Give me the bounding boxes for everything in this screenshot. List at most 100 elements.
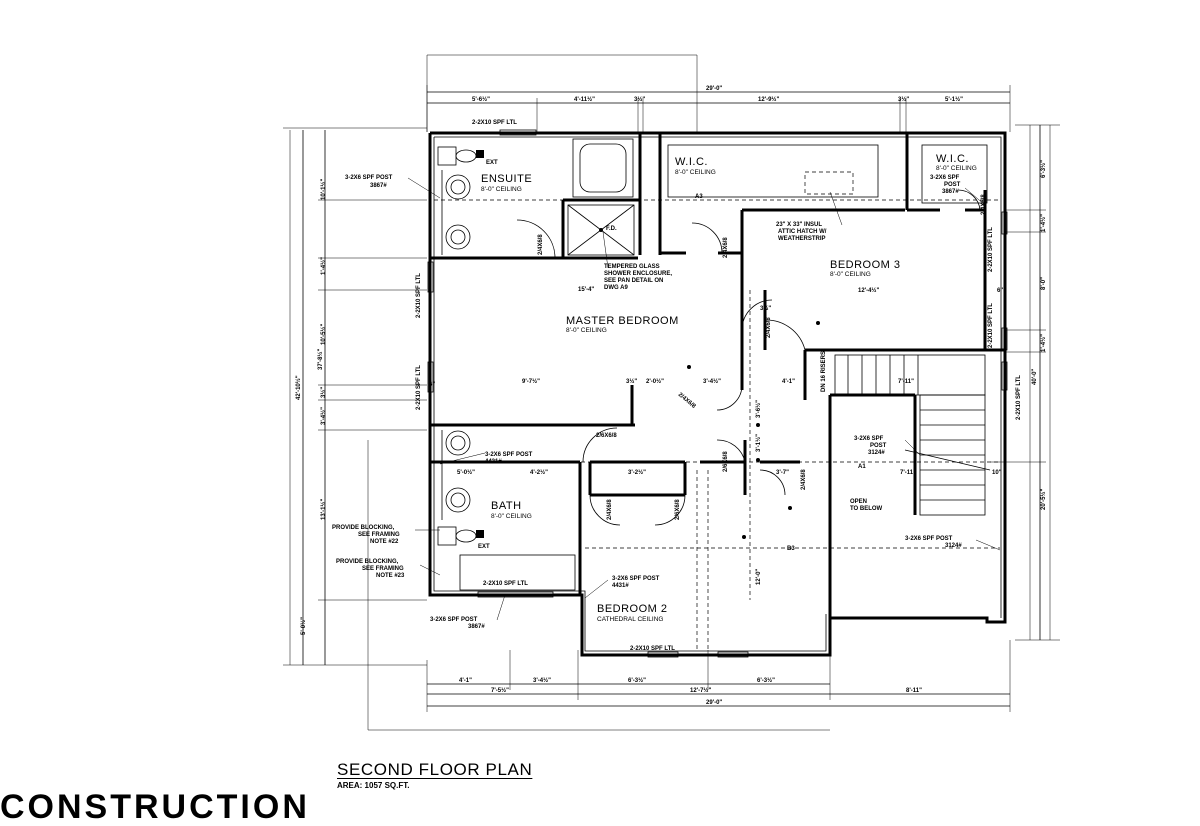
blocking-note: NOTE #22 [370, 539, 399, 545]
lintel-label: 2-2X10 SPF LTL [988, 303, 994, 348]
wic1-shelf [667, 144, 879, 198]
dim-left: 10'-1½" [320, 179, 327, 200]
door-tag: 2/4X6/8 [538, 234, 544, 255]
blocking-note: PROVIDE BLOCKING, [332, 525, 395, 531]
beam-tag: B3 [787, 546, 795, 552]
plan-title: SECOND FLOOR PLAN [337, 760, 533, 779]
bedroom2-ceiling: CATHEDRAL CEILING [597, 616, 663, 623]
dim-right: 1'-4½" [1040, 214, 1047, 232]
lintel-label: 2-2X10 SPF LTL [988, 227, 994, 272]
dim-interior: 5'-0½" [457, 469, 475, 476]
bedroom2-name: BEDROOM 2 [597, 603, 668, 615]
post-load: 4431# [485, 459, 502, 465]
bath-toilet [437, 526, 484, 546]
master-name: MASTER BEDROOM [566, 315, 679, 327]
left-dimensions [302, 130, 427, 665]
dim-interior: 7'-11" [898, 379, 914, 385]
post-label: 3-2X6 SPF [854, 436, 884, 442]
post-label: POST [944, 182, 961, 188]
shower-note: TEMPERED GLASS [604, 264, 660, 270]
beam-tag: A1 [858, 464, 866, 470]
leader-lines [407, 177, 1001, 621]
bedroom3-ceiling: 8'-0" CEILING [830, 271, 871, 278]
lintel-label: 2-2X10 SPF LTL [472, 120, 517, 126]
dim-interior: 12'-4½" [858, 287, 879, 294]
dim-top-total: 29'-0" [706, 86, 722, 92]
post-load: 4431# [612, 583, 629, 589]
post-label: POST [870, 443, 887, 449]
dim-top: 5'-6½" [472, 96, 490, 103]
lintel-label: 2-2X10 SPF LTL [416, 273, 422, 318]
lintel-label: 2-2X10 SPF LTL [1016, 375, 1022, 420]
bottom-dimensions [426, 640, 1011, 712]
dim-bottom-total: 29'-0" [706, 700, 722, 706]
post-label: 3-2X6 SPF POST [345, 175, 393, 181]
dim-right: 1'-4½" [1040, 334, 1047, 352]
bath-sink-2 [445, 487, 471, 513]
post-label: 3-2X6 SPF POST [612, 576, 660, 582]
post-load: 3124# [945, 543, 962, 549]
ensuite-sink-2 [445, 224, 471, 250]
bedroom3-name: BEDROOM 3 [830, 259, 901, 271]
dimension-labels: 29'-0" 5'-6½" 4'-11½" 3½" 12'-9½" 3½" 5'… [295, 86, 1047, 706]
dim-interior: 3'-7" [776, 470, 789, 476]
door-tag: 2/4X6/8 [766, 317, 772, 338]
bath-sink-1 [445, 430, 471, 456]
dim-interior: 3'-6½" [755, 400, 762, 418]
wic1-name: W.I.C. [675, 156, 708, 168]
dim-left: 1'-4½" [320, 257, 327, 275]
beam-lines [434, 199, 1000, 650]
post-load: 3867# [942, 189, 959, 195]
dim-bottom: 12'-7½" [690, 687, 711, 694]
interior-walls [430, 133, 1005, 618]
dim-top: 5'-1½" [945, 96, 963, 103]
floor-drain-label: F.D. [606, 226, 617, 232]
dim-left-sub: 37'-8½" [317, 349, 324, 370]
door-tag: 2/4X6/8 [723, 237, 729, 258]
open-below-label: OPEN [850, 499, 867, 505]
blocking-note: SEE FRAMING [358, 532, 400, 538]
dim-right: 8'-0" [1041, 277, 1047, 290]
room-labels: ENSUITE 8'-0" CEILING W.I.C. 8'-0" CEILI… [481, 153, 977, 623]
attic-hatch [804, 171, 854, 195]
shower-note: DWG A9 [604, 285, 628, 291]
post-label: 3-2X6 SPF POST [485, 452, 533, 458]
lintel-label: 2-2X10 SPF LTL [416, 365, 422, 410]
door-tag: 2/4X6/8 [677, 392, 697, 410]
dim-interior: 3'-2½" [628, 469, 646, 476]
dim-interior: 4'-1" [782, 379, 795, 385]
ext-label: EXT [486, 160, 498, 166]
markers [687, 321, 820, 539]
doors [516, 189, 981, 526]
blocking-note: SEE FRAMING [362, 566, 404, 572]
blocking-note: NOTE #23 [376, 573, 405, 579]
post-load: 3867# [468, 624, 485, 630]
wic1-ceiling: 8'-0" CEILING [675, 169, 716, 176]
windows [427, 129, 1008, 658]
attic-note: WEATHERSTRIP [778, 236, 826, 242]
door-tag: 2/4X6/8 [981, 194, 987, 215]
dim-interior: 6" [997, 288, 1003, 294]
dim-interior: 12'-0" [756, 569, 762, 585]
dim-bottom: 6'-3½" [628, 677, 646, 684]
dim-interior: 10" [992, 470, 1002, 476]
dim-bottom: 7'-5½" [491, 687, 509, 694]
dim-interior: 3'-1½" [755, 434, 762, 452]
shower-note: SEE PAN DETAIL ON [604, 278, 663, 284]
ensuite-ceiling: 8'-0" CEILING [481, 186, 522, 193]
dim-top: 4'-11½" [574, 96, 595, 103]
dim-interior: 2'-0½" [646, 378, 664, 385]
bath-name: BATH [491, 500, 522, 512]
dim-interior: 6" [429, 382, 435, 388]
post-label: 3-2X6 SPF POST [430, 617, 478, 623]
dim-bottom: 8'-11" [906, 688, 922, 694]
wic2-name: W.I.C. [936, 153, 969, 165]
door-tag: 2/6X6/8 [723, 451, 729, 472]
dim-interior: 9'-7½" [522, 378, 540, 385]
ensuite-sink-1 [445, 174, 471, 200]
dim-bottom: 6'-3½" [757, 677, 775, 684]
bathtub [572, 138, 634, 198]
wic2-ceiling: 8'-0" CEILING [936, 165, 977, 172]
cut-off-heading: CONSTRUCTION [0, 788, 310, 826]
door-tag: 2/6X6/8 [675, 499, 681, 520]
